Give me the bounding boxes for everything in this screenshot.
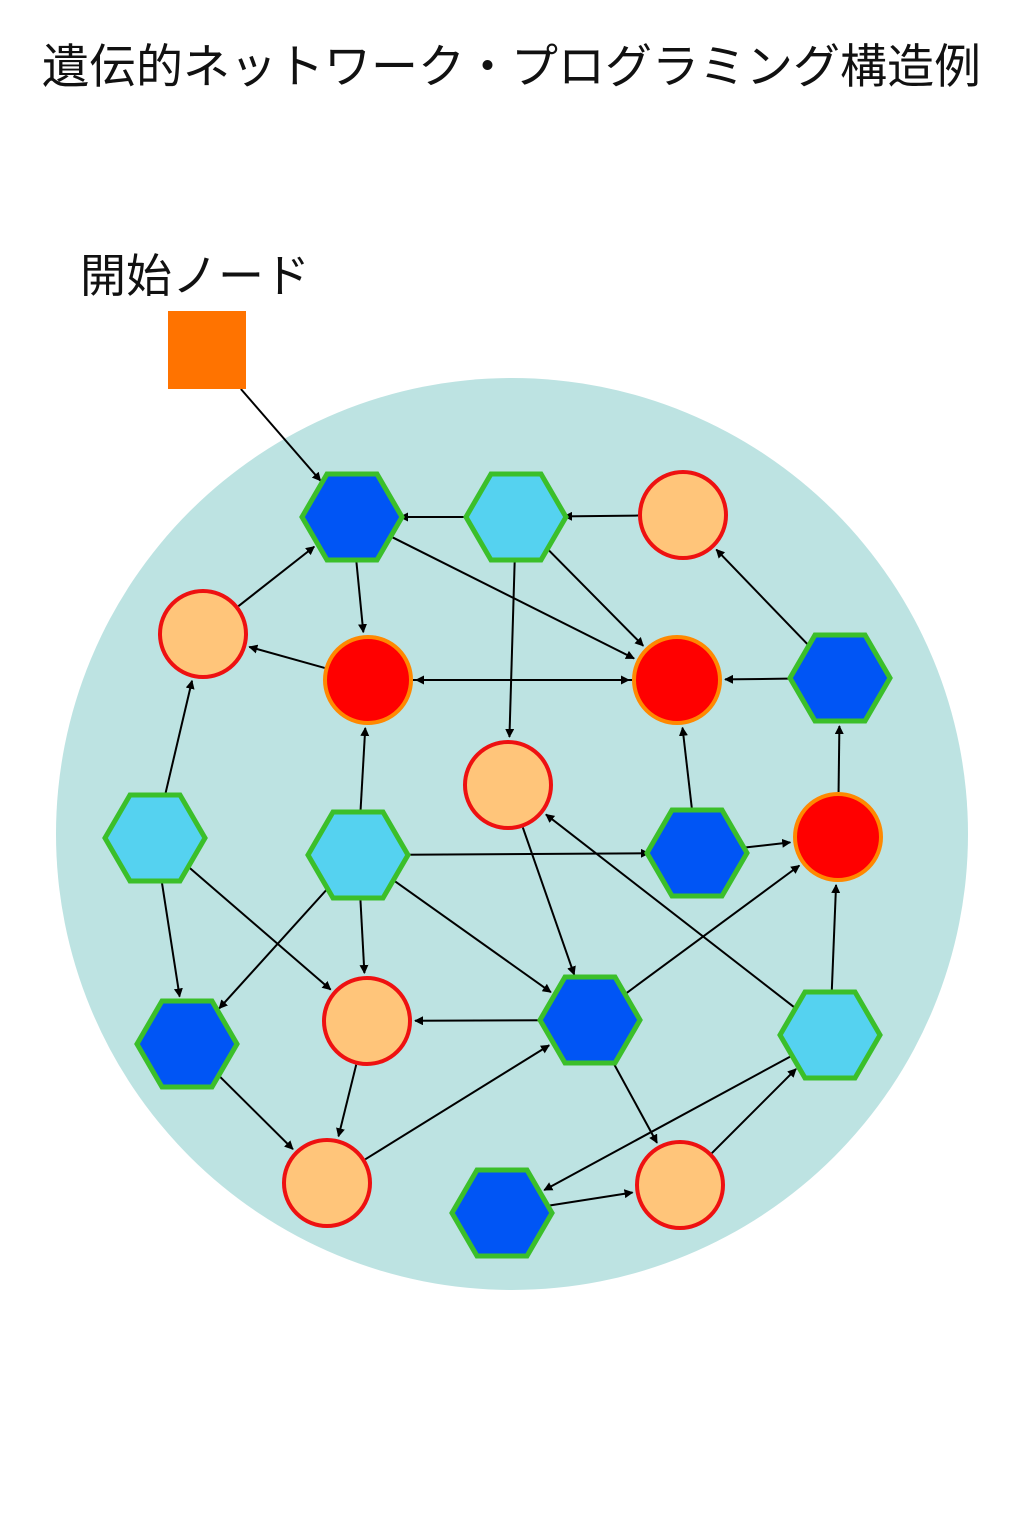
edge-N5-N4 bbox=[248, 644, 325, 669]
edge-N16-N8 bbox=[545, 813, 796, 1009]
edge-N10-N15 bbox=[394, 880, 552, 993]
edge-N2-N6 bbox=[546, 548, 644, 647]
judgment-node-dark-N15 bbox=[537, 974, 643, 1066]
judgment-node-light-N9 bbox=[102, 792, 208, 884]
judgment-node-dark-N11 bbox=[644, 807, 750, 899]
processing-node-light-N19 bbox=[635, 1140, 725, 1230]
edge-N1-N5 bbox=[355, 561, 367, 634]
edge-N18-N19 bbox=[546, 1189, 634, 1207]
edge-layer bbox=[160, 388, 844, 1207]
processing-node-light-N17 bbox=[282, 1138, 372, 1228]
processing-node-light-N14 bbox=[322, 976, 412, 1066]
judgment-node-dark-N1 bbox=[299, 471, 405, 563]
edge-N7-N3 bbox=[715, 548, 810, 647]
edge-N10-N14 bbox=[359, 899, 369, 974]
edge-N15-N19 bbox=[610, 1059, 658, 1144]
processing-node-red-N12 bbox=[793, 792, 883, 882]
edge-N15-N14 bbox=[414, 1016, 546, 1026]
processing-node-light-N8 bbox=[463, 740, 553, 830]
edge-N14-N17 bbox=[336, 1064, 358, 1138]
edge-N12-N7 bbox=[834, 725, 844, 793]
start-node-label: 開始ノード bbox=[80, 249, 310, 303]
edge-N10-N5 bbox=[359, 727, 370, 811]
diagram-title: 遺伝的ネットワーク・プログラミング構造例 bbox=[42, 40, 982, 95]
edge-S-N1 bbox=[240, 388, 322, 482]
judgment-node-dark-N7 bbox=[787, 632, 893, 724]
edge-N16-N18 bbox=[543, 1055, 791, 1191]
judgment-node-dark-N18 bbox=[449, 1167, 555, 1259]
edge-N19-N16 bbox=[711, 1068, 797, 1154]
processing-node-light-N4 bbox=[158, 589, 248, 679]
judgment-node-light-N16 bbox=[777, 989, 883, 1081]
start-node bbox=[168, 311, 246, 389]
judgment-node-light-N10 bbox=[305, 809, 411, 901]
edge-N11-N6 bbox=[678, 726, 693, 809]
edge-N17-N15 bbox=[364, 1044, 550, 1161]
processing-node-light-N3 bbox=[638, 470, 728, 560]
edge-N10-N11 bbox=[402, 848, 650, 858]
edge-N15-N12 bbox=[625, 864, 801, 995]
edge-N3-N2 bbox=[563, 511, 639, 521]
edge-N10-N13 bbox=[218, 887, 329, 1010]
edge-N2-N8 bbox=[505, 561, 516, 738]
edge-N16-N12 bbox=[830, 884, 841, 991]
judgment-node-dark-N13 bbox=[134, 998, 240, 1090]
edge-N9-N4 bbox=[164, 679, 195, 795]
edge-N13-N17 bbox=[218, 1074, 294, 1150]
processing-node-red-N6 bbox=[632, 635, 722, 725]
edge-N9-N13 bbox=[160, 882, 183, 998]
edge-N7-N6 bbox=[724, 674, 796, 684]
edge-N11-N12 bbox=[741, 838, 792, 849]
edge-N8-N15 bbox=[521, 827, 576, 976]
judgment-node-light-N2 bbox=[463, 471, 569, 563]
processing-node-red-N5 bbox=[323, 635, 413, 725]
edge-N4-N1 bbox=[237, 545, 315, 607]
node-layer bbox=[102, 311, 893, 1259]
edge-N9-N14 bbox=[188, 866, 332, 991]
network-background-circle bbox=[56, 378, 968, 1290]
